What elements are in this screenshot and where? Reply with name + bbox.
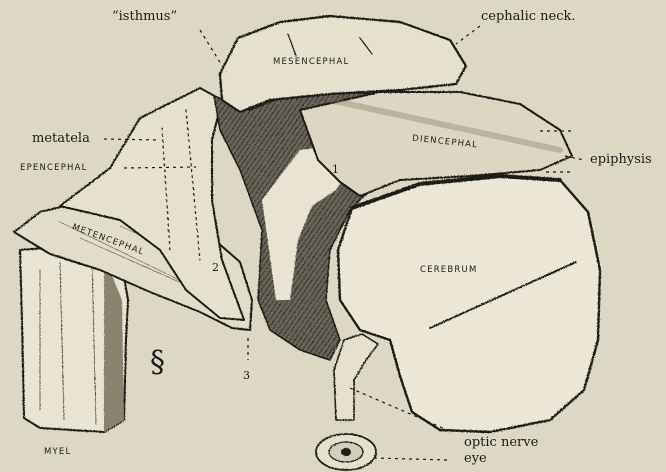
label-isthmus: “isthmus”	[112, 10, 177, 23]
label-mesencephal: MESENCEPHAL	[273, 58, 349, 67]
label-epiphysis: epiphysis	[590, 153, 652, 166]
label-metatela: metatela	[32, 132, 90, 145]
label-flexure-1: 1	[332, 164, 339, 175]
label-cerebrum: CEREBRUM	[420, 266, 477, 275]
leader-eye	[374, 458, 448, 460]
leader-cephalic-neck	[456, 26, 480, 44]
label-optic-nerve: optic nerve	[464, 436, 538, 449]
optic-nerve-shape	[334, 334, 378, 420]
section-mark: §	[150, 348, 165, 378]
label-epencephal: EPENCEPHAL	[20, 164, 88, 173]
label-myel: MYEL	[44, 448, 71, 457]
label-flexure-2: 2	[212, 262, 219, 273]
label-eye: eye	[464, 452, 487, 465]
label-flexure-3: 3	[243, 370, 250, 381]
leader-isthmus	[200, 30, 226, 72]
label-cephalic-neck: cephalic neck.	[481, 10, 576, 23]
cerebrum-shape	[338, 176, 600, 432]
